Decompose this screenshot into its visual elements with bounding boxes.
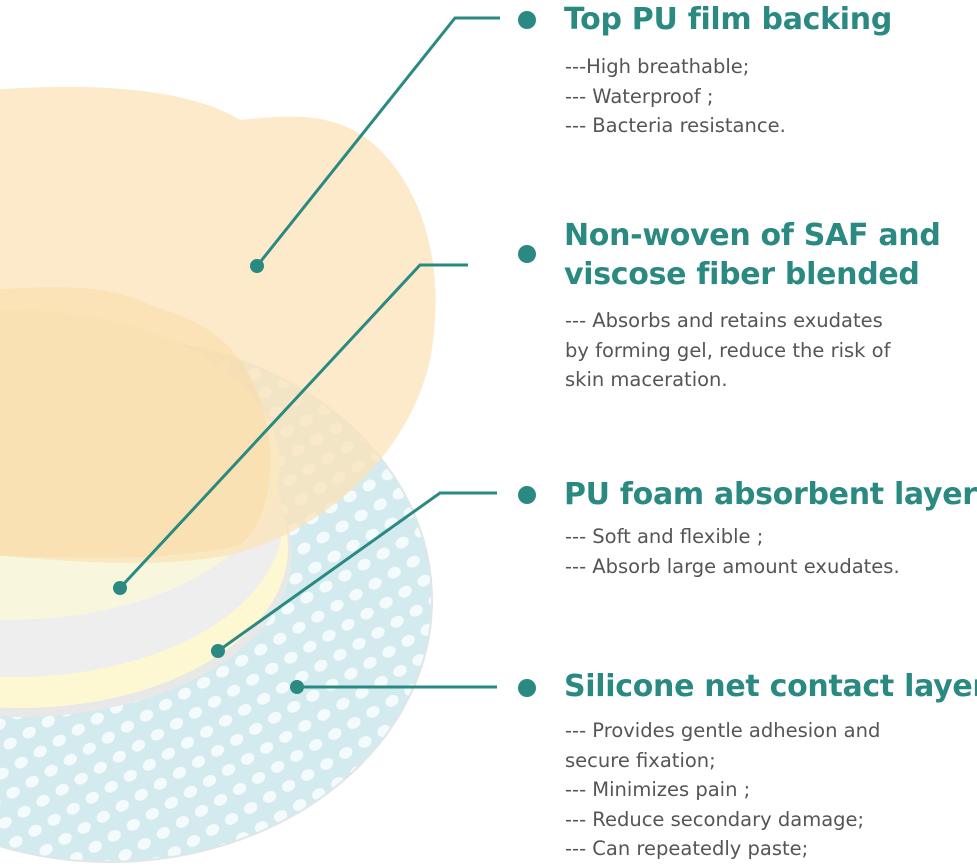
- desc-line: --- Soft and flexible ;: [565, 525, 764, 548]
- layer-desc-net: --- Provides gentle adhesion and secure …: [565, 716, 880, 864]
- desc-line: secure fixation;: [565, 748, 716, 772]
- bullet-icon: [518, 679, 536, 697]
- anchor-dot-top-film: [250, 259, 264, 273]
- anchor-dot-foam: [211, 644, 225, 658]
- desc-line: --- Reduce secondary damage;: [565, 807, 865, 831]
- title-line: viscose fiber blended: [564, 257, 920, 292]
- desc-line: --- Waterproof ;: [565, 84, 714, 108]
- leader-line-saf: [118, 263, 468, 590]
- title-line: Non-woven of SAF and: [564, 218, 941, 253]
- layer-title-saf: Non-woven of SAF and viscose fiber blend…: [564, 216, 941, 294]
- anchor-dot-net: [290, 680, 304, 694]
- desc-line: ---High breathable;: [565, 55, 750, 78]
- bullet-icon: [518, 11, 536, 29]
- anchor-dot-saf: [113, 581, 127, 595]
- desc-line: --- Provides gentle adhesion and: [565, 719, 881, 742]
- bullet-icon: [518, 245, 536, 263]
- layer-title-net: Silicone net contact layer: [564, 669, 977, 704]
- desc-line: --- Minimizes pain ;: [565, 778, 751, 801]
- layer-desc-saf: --- Absorbs and retains exudates by form…: [565, 306, 890, 395]
- desc-line: --- Bacteria resistance.: [565, 114, 786, 137]
- leader-line-foam: [217, 491, 497, 653]
- desc-line: --- Absorbs and retains exudates: [565, 309, 883, 332]
- leader-line-top-film: [255, 16, 500, 267]
- desc-line: --- Can repeatedly paste;: [565, 837, 809, 860]
- top-film-layer: [0, 86, 436, 563]
- desc-line: --- Absorb large amount exudates.: [565, 554, 900, 578]
- desc-line: skin maceration.: [565, 368, 728, 391]
- layer-desc-foam: --- Soft and flexible ; --- Absorb large…: [565, 522, 900, 581]
- layer-title-top-film: Top PU film backing: [564, 2, 892, 37]
- desc-line: by forming gel, reduce the risk of: [565, 338, 891, 362]
- bullet-icon: [518, 486, 536, 504]
- layer-desc-top-film: ---High breathable; --- Waterproof ; ---…: [565, 52, 786, 141]
- layer-title-foam: PU foam absorbent layer: [564, 477, 977, 512]
- leader-lines: [118, 16, 500, 689]
